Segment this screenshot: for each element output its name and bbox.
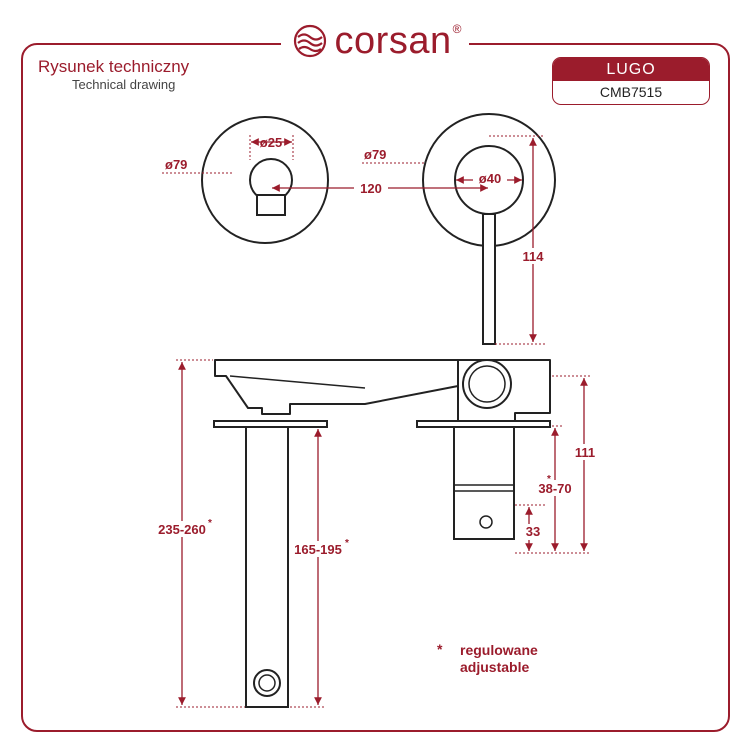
left-plate-diameter-label: ø79 [165, 157, 187, 172]
brand-name: corsan [334, 20, 452, 62]
spout-pipe-label: 165-195 [294, 542, 342, 557]
lever-height-label: 114 [523, 249, 545, 264]
dimension-bottom-offset: 33 [515, 504, 545, 551]
body-height-label: 111 [575, 445, 595, 460]
spout-total-label: 235-260 [158, 522, 206, 537]
handle-diameter-label: ø25 [260, 135, 282, 150]
spout-hole-diameter-label: ø40 [479, 171, 501, 186]
title-english: Technical drawing [72, 77, 176, 92]
wall-depth-label: 38-70 [538, 481, 571, 496]
note-asterisk: * [437, 641, 443, 657]
dimension-spout-total: 235-260 * [152, 359, 245, 708]
spout-total-mark: * [208, 518, 212, 529]
lever-side-view [416, 359, 551, 540]
spout-pipe-mark: * [345, 538, 349, 549]
dimension-wall-depth: 38-70 * [535, 425, 575, 551]
dimension-left-plate-diameter: ø79 [162, 157, 232, 174]
dimension-right-plate-diameter: ø79 [362, 147, 425, 164]
corsan-logo-icon [293, 24, 326, 58]
title-polish: Rysunek techniczny [38, 57, 190, 76]
bottom-offset-label: 33 [526, 524, 540, 539]
registered-mark: ® [452, 22, 462, 36]
right-wall-plate [422, 113, 556, 345]
brand-logo: corsan® [280, 20, 470, 62]
product-badge: LUGO CMB7515 [552, 57, 710, 105]
right-plate-diameter-label: ø79 [364, 147, 386, 162]
product-code: CMB7515 [599, 84, 663, 100]
wall-depth-mark: * [547, 474, 551, 485]
spout-side-view [213, 359, 459, 708]
left-wall-plate [201, 116, 329, 244]
dimension-handle-diameter: ø25 [249, 135, 294, 160]
product-name: LUGO [553, 58, 709, 81]
dimension-lever-height: 114 [489, 135, 547, 345]
dimension-center-distance: 120 [272, 180, 488, 196]
dimension-spout-hole-diameter: ø40 [456, 171, 522, 186]
dimension-body-height: 111 [515, 375, 598, 554]
note-english: adjustable [460, 659, 530, 675]
note-polish: regulowane [460, 642, 538, 658]
center-distance-label: 120 [360, 181, 382, 196]
dimension-spout-pipe: 165-195 * [290, 429, 349, 708]
brand-header: corsan® [0, 20, 750, 63]
